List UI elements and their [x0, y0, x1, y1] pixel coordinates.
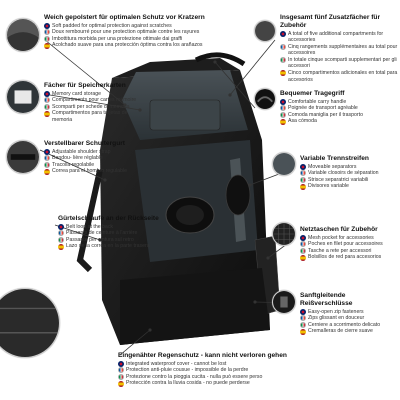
callout-title: Variable Trennstreifen — [300, 155, 369, 162]
es-flag-icon — [280, 70, 286, 77]
es-flag-icon — [44, 168, 50, 175]
es-flag-icon — [44, 42, 50, 49]
fr-flag-icon — [44, 97, 50, 104]
it-flag-icon — [44, 35, 50, 42]
strap-zoom-circle — [6, 140, 40, 174]
uk-flag-icon — [300, 234, 306, 241]
callout-title: Verstellbarer Schultergurt — [44, 140, 125, 147]
callout-title: Insgesamt fünf Zusatzfächer für Zubehör — [280, 14, 381, 29]
it-flag-icon — [300, 247, 306, 254]
padding-zoom-circle — [6, 18, 40, 52]
fr-flag-icon — [280, 105, 286, 112]
zipper-zoom-circle — [272, 290, 296, 314]
callout-rain-cover: Eingenähter Regenschutz - kann nicht ver… — [118, 352, 338, 387]
callout-title: Fächer für Speicherkarten — [44, 82, 126, 89]
es-flag-icon — [44, 110, 50, 117]
es-flag-icon — [300, 328, 306, 335]
callout-mesh: Netztaschen für Zubehör Mesh pocket for … — [300, 226, 398, 261]
it-flag-icon — [300, 321, 306, 328]
uk-flag-icon — [44, 148, 50, 155]
uk-flag-icon — [58, 223, 64, 230]
fr-flag-icon — [280, 43, 286, 50]
callout-dividers: Variable Trennstreifen Moveable separato… — [300, 155, 398, 190]
fr-flag-icon — [58, 230, 64, 237]
uk-flag-icon — [44, 22, 50, 29]
it-flag-icon — [280, 111, 286, 118]
uk-flag-icon — [280, 98, 286, 105]
handle-zoom-circle — [254, 88, 276, 110]
callout-title: Sanftgleitende Reißverschlüsse — [300, 292, 353, 307]
pockets-zoom-circle — [254, 20, 276, 42]
callout-title: Netztaschen für Zubehör — [300, 226, 378, 233]
fr-flag-icon — [300, 170, 306, 177]
dividers-zoom-circle — [272, 152, 296, 176]
callout-pockets: Insgesamt fünf Zusatzfächer für Zubehör … — [280, 14, 398, 83]
fr-flag-icon — [300, 241, 306, 248]
it-flag-icon — [118, 373, 124, 380]
fr-flag-icon — [44, 29, 50, 36]
it-flag-icon — [44, 103, 50, 110]
uk-flag-icon — [44, 90, 50, 97]
fr-flag-icon — [300, 315, 306, 322]
it-flag-icon — [280, 57, 286, 64]
callout-handle: Bequemer Tragegriff Comfortable carry ha… — [280, 90, 398, 125]
callout-memory: Fächer für Speicherkarten Memory card st… — [44, 82, 140, 123]
uk-flag-icon — [280, 30, 286, 37]
it-flag-icon — [44, 161, 50, 168]
fr-flag-icon — [44, 155, 50, 162]
fr-flag-icon — [118, 367, 124, 374]
es-flag-icon — [58, 243, 64, 250]
it-flag-icon — [58, 236, 64, 243]
es-flag-icon — [118, 380, 124, 387]
uk-flag-icon — [300, 308, 306, 315]
callout-zipper: Sanftgleitende Reißverschlüsse Easy-open… — [300, 292, 398, 335]
callout-title: Eingenähter Regenschutz - kann nicht ver… — [118, 352, 287, 359]
es-flag-icon — [280, 118, 286, 125]
es-flag-icon — [300, 254, 306, 261]
memory-card-zoom-circle — [6, 80, 40, 114]
callout-title: Gürtelschlaufe an der Rückseite — [58, 215, 159, 222]
uk-flag-icon — [300, 163, 306, 170]
callout-title: Bequemer Tragegriff — [280, 90, 345, 97]
uk-flag-icon — [118, 360, 124, 367]
callout-strap: Verstellbarer Schultergurt Adjustable sh… — [44, 140, 140, 175]
es-flag-icon — [300, 183, 306, 190]
belt-loop-zoom-circle — [0, 288, 60, 358]
callout-belt: Gürtelschlaufe an der Rückseite Belt loo… — [58, 215, 168, 250]
callout-padding: Weich gepolstert für optimalen Schutz vo… — [44, 14, 234, 49]
callout-title: Weich gepolstert für optimalen Schutz vo… — [44, 14, 205, 21]
mesh-zoom-circle — [272, 222, 296, 246]
it-flag-icon — [300, 176, 306, 183]
